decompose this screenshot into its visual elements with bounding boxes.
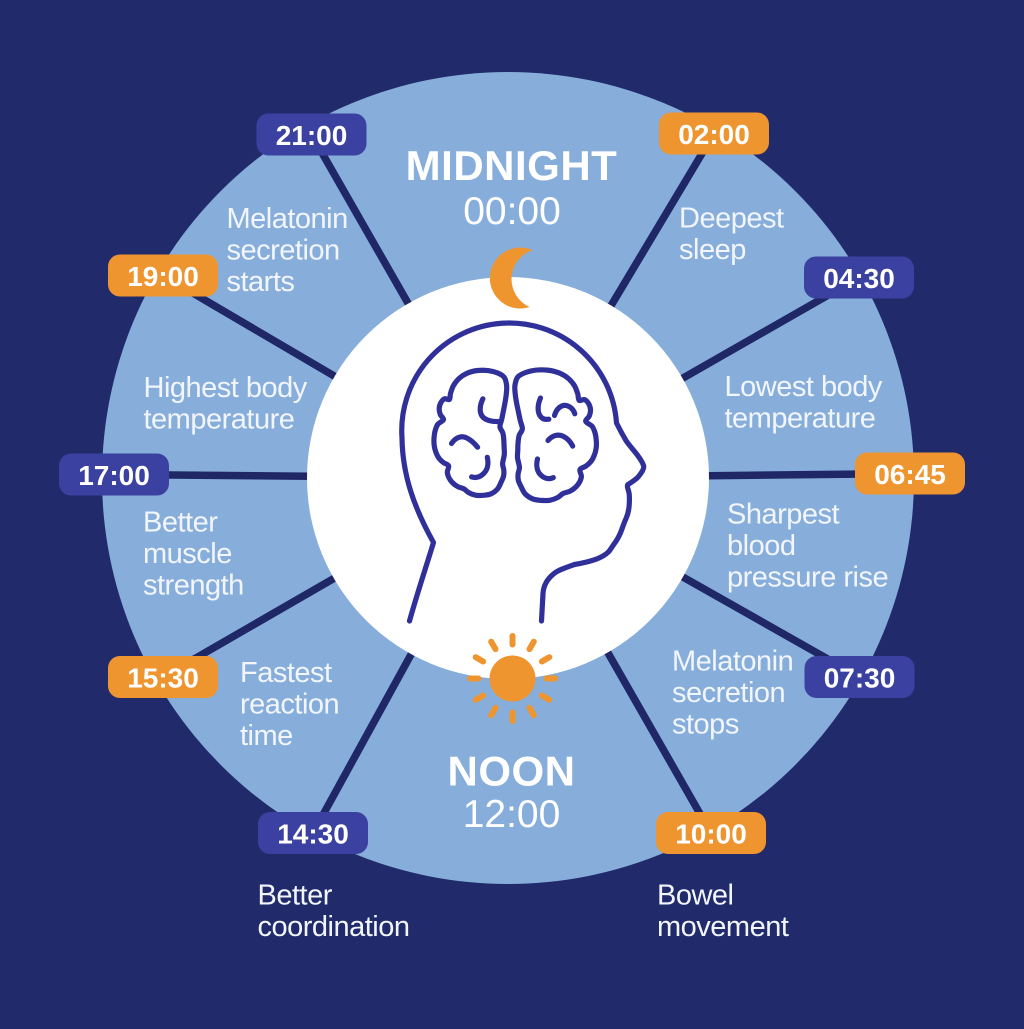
svg-text:Better: Better <box>143 507 218 539</box>
svg-text:15:30: 15:30 <box>127 663 199 694</box>
svg-text:starts: starts <box>227 266 295 298</box>
svg-text:sleep: sleep <box>679 234 746 266</box>
svg-text:Melatonin: Melatonin <box>672 646 793 678</box>
svg-text:reaction: reaction <box>240 689 339 721</box>
svg-text:secretion: secretion <box>227 235 340 267</box>
svg-text:Bowel: Bowel <box>657 880 734 912</box>
svg-text:Better: Better <box>258 880 333 912</box>
svg-text:temperature: temperature <box>144 404 295 436</box>
svg-text:stops: stops <box>672 709 739 741</box>
svg-text:17:00: 17:00 <box>78 460 150 491</box>
svg-text:secretion: secretion <box>672 677 785 709</box>
svg-text:temperature: temperature <box>725 403 876 435</box>
svg-text:blood: blood <box>727 530 795 562</box>
svg-text:Lowest body: Lowest body <box>725 371 883 403</box>
svg-text:10:00: 10:00 <box>675 819 747 850</box>
svg-text:06:45: 06:45 <box>874 459 946 490</box>
svg-text:07:30: 07:30 <box>824 663 896 694</box>
svg-text:Melatonin: Melatonin <box>227 203 348 235</box>
svg-text:14:30: 14:30 <box>277 819 349 850</box>
svg-text:muscle: muscle <box>143 538 232 570</box>
svg-text:12:00: 12:00 <box>463 793 561 836</box>
svg-text:movement: movement <box>657 911 789 943</box>
svg-text:21:00: 21:00 <box>276 120 348 151</box>
svg-text:Highest body: Highest body <box>144 372 308 404</box>
svg-text:pressure rise: pressure rise <box>727 562 888 594</box>
svg-text:Sharpest: Sharpest <box>727 499 840 531</box>
svg-text:time: time <box>240 720 293 752</box>
svg-text:MIDNIGHT: MIDNIGHT <box>406 142 618 189</box>
svg-text:Deepest: Deepest <box>679 203 784 235</box>
svg-text:02:00: 02:00 <box>678 119 750 150</box>
svg-text:NOON: NOON <box>448 748 576 795</box>
svg-text:04:30: 04:30 <box>823 263 895 294</box>
svg-text:coordination: coordination <box>258 911 410 943</box>
svg-text:00:00: 00:00 <box>463 190 561 233</box>
svg-text:strength: strength <box>143 570 244 602</box>
svg-text:19:00: 19:00 <box>127 261 199 292</box>
svg-text:Fastest: Fastest <box>240 657 332 689</box>
